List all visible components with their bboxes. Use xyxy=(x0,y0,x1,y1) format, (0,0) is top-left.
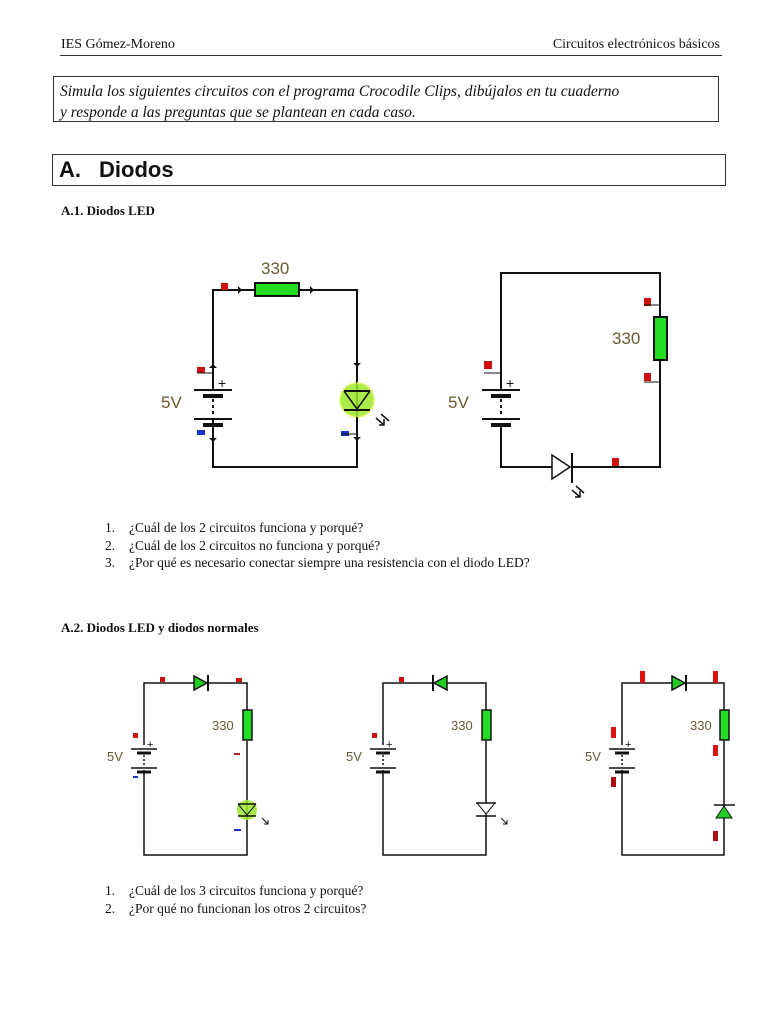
probe-positive xyxy=(612,458,619,466)
instructions-line-1: Simula los siguientes circuitos con el p… xyxy=(60,83,620,100)
led-off xyxy=(475,802,497,817)
battery-plus-sign: + xyxy=(147,739,153,751)
resistor xyxy=(242,709,253,741)
probe-negative xyxy=(197,430,205,435)
probe-positive xyxy=(644,298,651,306)
probe-negative xyxy=(234,829,241,831)
battery-plus-sign: + xyxy=(506,375,514,391)
led-off xyxy=(551,453,573,483)
probe-positive xyxy=(644,373,651,381)
battery-voltage-label: 5V xyxy=(448,393,469,412)
battery-voltage-label: 5V xyxy=(107,749,123,764)
circuit-a1-2-wires xyxy=(500,272,661,468)
probe-positive xyxy=(399,677,404,682)
battery-plus-sign: + xyxy=(625,739,631,751)
question-item: 1.¿Cuál de los 3 circuitos funciona y po… xyxy=(105,883,364,898)
battery-plus-sign: + xyxy=(218,375,226,391)
battery xyxy=(609,748,635,774)
questions-a2: 1.¿Cuál de los 3 circuitos funciona y po… xyxy=(105,882,366,917)
battery xyxy=(370,748,396,774)
instructions-box: Simula los siguientes circuitos con el p… xyxy=(53,76,719,122)
questions-a1: 1.¿Cuál de los 2 circuitos funciona y po… xyxy=(105,519,530,572)
resistor xyxy=(719,709,730,741)
battery-voltage-label: 5V xyxy=(585,749,601,764)
led-lit xyxy=(237,800,257,820)
light-emission-icon xyxy=(261,817,269,825)
diode xyxy=(193,674,209,692)
probe-positive xyxy=(611,777,616,787)
probe-positive xyxy=(221,283,228,290)
probe-positive xyxy=(133,733,138,738)
probe-positive xyxy=(197,367,205,373)
diode-vertical xyxy=(714,804,735,819)
led-lit xyxy=(339,382,375,418)
battery-plus-sign: + xyxy=(386,739,392,751)
probe-positive xyxy=(713,745,718,756)
question-item: 2.¿Cuál de los 2 circuitos no funciona y… xyxy=(105,537,381,553)
header-divider xyxy=(60,55,722,56)
resistor xyxy=(481,709,492,741)
resistor-label: 330 xyxy=(690,718,712,733)
battery xyxy=(131,748,157,774)
section-number: A. xyxy=(59,157,81,182)
probe-positive xyxy=(484,361,492,369)
probe-positive xyxy=(372,733,377,738)
light-emission-icon xyxy=(571,485,585,498)
circuit-a1-1-wires xyxy=(212,289,358,468)
probe-negative xyxy=(133,776,138,778)
resistor xyxy=(254,282,300,297)
probe-positive xyxy=(236,678,242,682)
section-title: Diodos xyxy=(99,157,174,182)
question-item: 1.¿Cuál de los 2 circuitos funciona y po… xyxy=(105,520,364,535)
diode xyxy=(671,674,687,692)
circuit-a2-1-wires xyxy=(143,682,248,856)
probe-positive xyxy=(713,831,718,841)
instructions-line-2: y responde a las preguntas que se plante… xyxy=(60,104,416,121)
probe-positive xyxy=(234,753,240,755)
probe-positive xyxy=(611,727,616,738)
subsection-heading-a2: A.2. Diodos LED y diodos normales xyxy=(61,620,259,635)
battery-voltage-label: 5V xyxy=(346,749,362,764)
probe-positive xyxy=(160,677,165,682)
resistor-label: 330 xyxy=(612,329,640,348)
current-arrow-icon xyxy=(310,286,314,294)
diode-reversed xyxy=(432,674,448,692)
battery xyxy=(482,389,520,427)
resistor-label: 330 xyxy=(451,718,473,733)
resistor-label: 330 xyxy=(212,718,234,733)
section-heading: A. Diodos xyxy=(52,154,726,186)
resistor-label: 330 xyxy=(261,259,289,278)
question-item: 2.¿Por qué no funcionan los otros 2 circ… xyxy=(105,900,367,916)
header-school: IES Gómez-Moreno xyxy=(61,37,175,52)
question-item: 3.¿Por qué es necesario conectar siempre… xyxy=(105,555,530,570)
circuit-a2-2-wires xyxy=(382,682,487,856)
probe-positive xyxy=(713,671,718,683)
resistor xyxy=(653,316,668,361)
circuit-a2-3-wires xyxy=(621,682,725,856)
light-emission-icon xyxy=(500,817,508,825)
subsection-heading-a1: A.1. Diodos LED xyxy=(61,203,155,218)
battery xyxy=(194,384,232,440)
probe-positive xyxy=(640,671,645,683)
current-arrow-icon xyxy=(238,286,242,294)
battery-voltage-label: 5V xyxy=(161,393,182,412)
header-subject: Circuitos electrónicos básicos xyxy=(552,37,720,52)
light-emission-icon xyxy=(375,413,390,426)
